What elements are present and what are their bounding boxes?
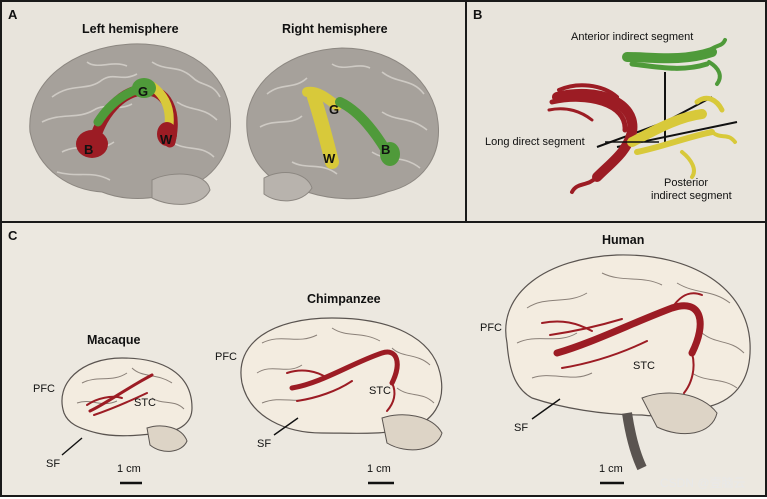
human-stc: STC	[633, 360, 655, 372]
panel-a-canvas: A Left hemisphere Right hemisphere	[8, 7, 440, 205]
right-letter-g: G	[329, 102, 339, 117]
chimpanzee-pfc: PFC	[215, 351, 237, 363]
panel-c-canvas: C Macaque PFC STC SF	[8, 228, 751, 490]
chimpanzee-scale-label: 1 cm	[367, 463, 391, 475]
panel-b-canvas: B Anterior indirect segment Long direct …	[473, 7, 738, 202]
anterior-indirect-label: Anterior indirect segment	[571, 31, 693, 43]
right-hemisphere-brain	[246, 47, 440, 202]
posterior-label-line1: Posterior	[664, 177, 708, 189]
human-title: Human	[602, 233, 644, 247]
watermark: CSDN @壹脑云	[660, 476, 746, 490]
tract-diagram	[547, 38, 738, 194]
left-hemisphere-brain	[29, 43, 232, 205]
macaque-pfc: PFC	[33, 383, 55, 395]
human-scale-label: 1 cm	[599, 463, 623, 475]
left-hemisphere-title: Left hemisphere	[82, 22, 179, 36]
long-direct-label: Long direct segment	[485, 136, 585, 148]
macaque-title: Macaque	[87, 333, 141, 347]
human-sf-arrow	[531, 398, 561, 420]
panel-a: A Left hemisphere Right hemisphere	[0, 0, 467, 223]
panel-b-label: B	[473, 7, 482, 22]
left-letter-g: G	[138, 84, 148, 99]
right-letter-w: W	[323, 151, 336, 166]
chimpanzee-stc: STC	[369, 385, 391, 397]
right-hemisphere-title: Right hemisphere	[282, 22, 388, 36]
panel-c-label: C	[8, 228, 18, 243]
chimpanzee-brain	[240, 317, 443, 451]
chimpanzee-title: Chimpanzee	[307, 292, 381, 306]
panel-c: C Macaque PFC STC SF	[0, 221, 767, 497]
macaque-scale-label: 1 cm	[117, 463, 141, 475]
left-letter-w: W	[160, 132, 173, 147]
macaque-brain	[61, 357, 193, 452]
posterior-label-line2: indirect segment	[651, 190, 732, 202]
right-letter-b: B	[381, 142, 390, 157]
left-letter-b: B	[84, 142, 93, 157]
panel-b: B Anterior indirect segment Long direct …	[465, 0, 767, 223]
human-pfc: PFC	[480, 322, 502, 334]
human-brain	[505, 254, 751, 471]
macaque-sf-arrow	[61, 437, 83, 456]
chimpanzee-sf-arrow	[273, 417, 299, 436]
human-sf: SF	[514, 422, 528, 434]
macaque-sf: SF	[46, 458, 60, 470]
chimpanzee-sf: SF	[257, 438, 271, 450]
panel-a-label: A	[8, 7, 18, 22]
macaque-stc: STC	[134, 397, 156, 409]
